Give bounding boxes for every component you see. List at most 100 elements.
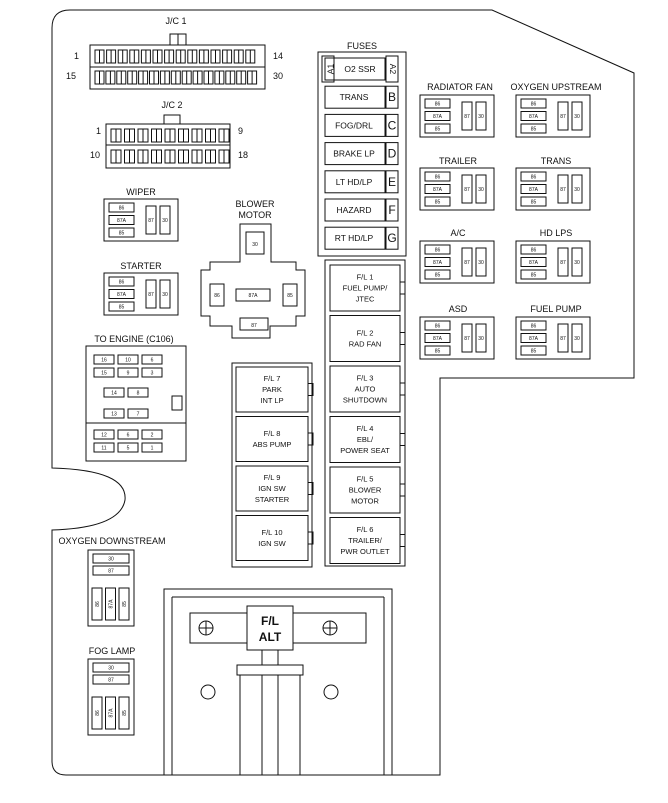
engine-cavity-number: 10	[125, 358, 131, 364]
fusible-link-label: AUTO	[355, 385, 376, 394]
engine-cavity-number: 14	[111, 391, 117, 397]
blower-label-2: MOTOR	[238, 210, 272, 220]
fuse-letter: B	[388, 90, 396, 104]
relay-wiper-label: WIPER	[126, 187, 156, 197]
fuse-slot-a1: A1	[325, 64, 335, 75]
relay-pin-label: 87	[560, 114, 566, 120]
relay-pin-label: 85	[531, 273, 537, 279]
engine-cavity-number: 6	[151, 358, 154, 364]
relay-pin-label: 86	[119, 206, 125, 212]
relay-pin-label: 85	[531, 349, 537, 355]
engine-cavity-number: 1	[151, 446, 154, 452]
relay-pin-label: 87A	[109, 708, 115, 718]
fuse-letter: C	[388, 118, 397, 132]
fusible-link-label: F/L 2	[357, 329, 374, 338]
relay-pin-label: 87A	[529, 336, 539, 342]
blower-motor-relay: BLOWER MOTOR 30 86 87A 85 87	[200, 199, 306, 339]
fusible-link: F/L 2 RAD FAN	[329, 315, 406, 362]
fuse-letter: D	[388, 147, 397, 161]
fusible-link-label: BLOWER	[349, 486, 382, 495]
relay-pin-label: 86	[435, 324, 441, 330]
fusible-link-label: F/L 10	[262, 528, 283, 537]
fuse-slot-a2: A2	[388, 64, 398, 75]
fusible-link-label: F/L 3	[357, 374, 374, 383]
relay-pin-label: 86	[95, 601, 101, 607]
fuse-label: TRANS	[340, 92, 369, 102]
relay-hd-lps-label: HD LPS	[540, 228, 573, 238]
fuse-row: TRANS B	[324, 85, 399, 109]
fusible-link-label: RAD FAN	[349, 340, 382, 349]
engine-cavity-number: 2	[151, 433, 154, 439]
jc2-pin-18: 18	[238, 150, 248, 160]
relay-pin-label: 87	[560, 260, 566, 266]
relay-pin-label: 87A	[529, 260, 539, 266]
relay-pin-label: 30	[574, 260, 580, 266]
fuse-box-outline	[51, 9, 635, 776]
relay-pin-label: 87	[108, 678, 114, 684]
engine-cavity-number: 7	[137, 412, 140, 418]
jc2-connector: J/C 2 1 9 10 18	[90, 100, 248, 169]
fusible-link-label: POWER SEAT	[340, 446, 390, 455]
fusible-link-label: FUEL PUMP/	[343, 284, 389, 293]
relay-pin-label: 87	[464, 336, 470, 342]
engine-cavity	[103, 408, 125, 419]
jc2-pin-10: 10	[90, 150, 100, 160]
engine-cavity	[93, 429, 115, 440]
jc1-connector: J/C 1 1 14 15 30	[66, 16, 283, 90]
jc1-pin-30: 30	[273, 71, 283, 81]
jc2-pin-9: 9	[238, 126, 243, 136]
relay-pin-label: 87A	[117, 218, 127, 224]
relay-pin-label: 87	[464, 187, 470, 193]
fusible-link-label: TRAILER/	[348, 536, 383, 545]
relay-pin-label: 87	[464, 114, 470, 120]
engine-cavity	[141, 429, 163, 440]
fuses-title: FUSES	[347, 41, 377, 51]
fusible-link-label: F/L 7	[264, 374, 281, 383]
engine-cavity-number: 5	[127, 446, 130, 452]
relay-pin-label: 30	[162, 218, 168, 224]
engine-cavity	[117, 367, 139, 378]
engine-cavity	[117, 429, 139, 440]
engine-cavity-number: 15	[101, 371, 107, 377]
relay-pin-label: 30	[478, 114, 484, 120]
fusible-link-label: PWR OUTLET	[340, 547, 390, 556]
relay-pin-label: 30	[162, 292, 168, 298]
fuse-label: O2 SSR	[344, 64, 375, 74]
blower-pin-85: 85	[287, 293, 293, 299]
relay-pin-label: 85	[119, 231, 125, 237]
fusible-link-label: F/L 8	[264, 429, 281, 438]
engine-cavity	[103, 387, 125, 398]
engine-cavity	[93, 367, 115, 378]
fuse-letter: G	[387, 231, 396, 245]
engine-cavity	[93, 354, 115, 365]
jc1-pin-1: 1	[74, 51, 79, 61]
relay-pin-label: 86	[531, 324, 537, 330]
relay-pin-label: 87	[148, 218, 154, 224]
fl-alt-label-2: ALT	[259, 630, 282, 644]
relay-fuel-pump-label: FUEL PUMP	[530, 304, 581, 314]
fusible-link: F/L 6 TRAILER/PWR OUTLET	[329, 517, 406, 564]
fusible-link-label: F/L 4	[357, 424, 374, 433]
blower-pin-87a: 87A	[249, 293, 259, 299]
fuse-label: HAZARD	[337, 205, 372, 215]
engine-cavity-number: 12	[101, 433, 107, 439]
fusible-link-label: F/L 6	[357, 525, 374, 534]
relay-pin-label: 86	[531, 102, 537, 108]
relay-trailer-label: TRAILER	[439, 156, 478, 166]
engine-cavity	[141, 442, 163, 453]
fuse-label: LT HD/LP	[336, 177, 373, 187]
fuse-label: BRAKE LP	[333, 149, 375, 159]
fl-alt-label-1: F/L	[261, 614, 279, 628]
relay-pin-label: 87	[560, 336, 566, 342]
